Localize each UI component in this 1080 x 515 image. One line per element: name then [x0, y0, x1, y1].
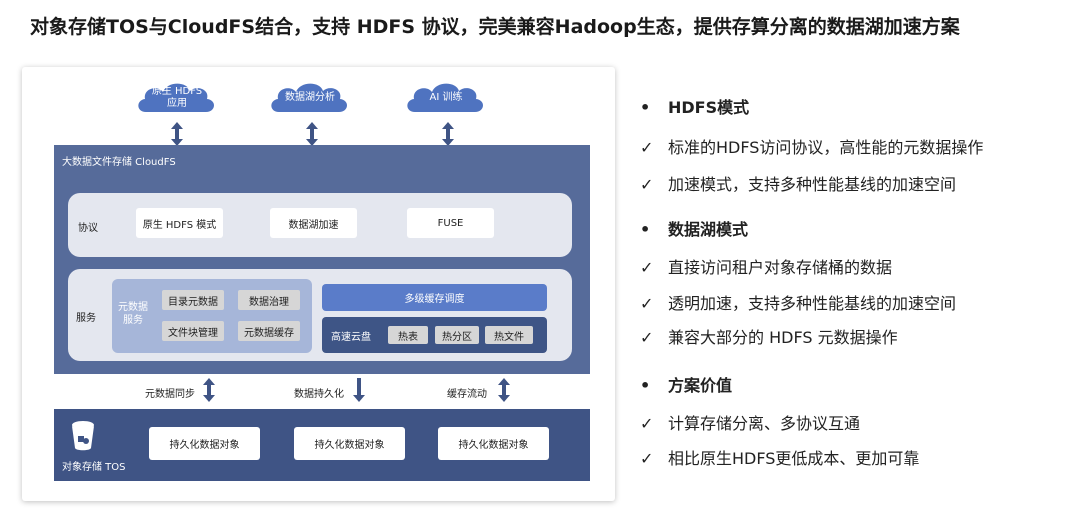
check-icon: ✓ [640, 138, 654, 157]
list-item: ✓ 计算存储分离、多协议互通 [640, 410, 860, 434]
meta-chip-metadata-cache: 元数据缓存 [238, 321, 300, 341]
section-heading-hdfs: • HDFS模式 [640, 94, 749, 118]
protocol-chip-hdfs: 原生 HDFS 模式 [136, 208, 223, 238]
list-item-text: 加速模式，支持多种性能基线的加速空间 [668, 175, 957, 194]
cache-chip-hot-partition: 热分区 [435, 326, 479, 344]
bullet-icon: • [640, 376, 651, 395]
bucket-icon [72, 421, 94, 451]
meta-chip-directory: 目录元数据 [162, 290, 224, 310]
cache-flow-label: 缓存流动 [447, 389, 487, 400]
protocol-chip-fuse: FUSE [407, 208, 494, 238]
check-icon: ✓ [640, 449, 654, 468]
metadata-service-label-1: 元数据 [118, 302, 148, 313]
section-heading-text: 数据湖模式 [668, 220, 749, 239]
tos-label: 对象存储 TOS [62, 462, 126, 473]
cloudfs-title: 大数据文件存储 CloudFS [62, 157, 176, 168]
tos-object-chip-1: 持久化数据对象 [149, 427, 260, 460]
double-arrow-icon [306, 122, 318, 146]
double-arrow-icon [203, 378, 215, 402]
cloud-icon [271, 83, 348, 112]
section-heading-datalake: • 数据湖模式 [640, 216, 748, 240]
list-item: ✓ 直接访问租户对象存储桶的数据 [640, 254, 892, 278]
list-item: ✓ 透明加速，支持多种性能基线的加速空间 [640, 290, 956, 314]
multi-level-cache-bar: 多级缓存调度 [322, 284, 547, 311]
metadata-service-box: 元数据 服务 目录元数据 数据治理 文件块管理 元数据缓存 [112, 279, 312, 353]
meta-chip-block-mgmt: 文件块管理 [162, 321, 224, 341]
list-item: ✓ 加速模式，支持多种性能基线的加速空间 [640, 171, 956, 195]
page-title: 对象存储TOS与CloudFS结合，支持 HDFS 协议，完美兼容Hadoop生… [30, 16, 960, 38]
cloud-label-line2: 应用 [166, 98, 187, 109]
check-icon: ✓ [640, 175, 654, 194]
cloud-icon [138, 83, 215, 112]
list-item-text: 直接访问租户对象存储桶的数据 [668, 258, 893, 277]
ssd-label: 高速云盘 [331, 332, 371, 343]
bullet-icon: • [640, 220, 651, 239]
cloud-label-line1: AI 训练 [429, 92, 463, 103]
metadata-service-label-2: 服务 [123, 315, 143, 326]
check-icon: ✓ [640, 328, 654, 347]
section-heading-text: 方案价值 [668, 376, 733, 395]
meta-chip-governance: 数据治理 [238, 290, 300, 310]
list-item-text: 标准的HDFS访问协议，高性能的元数据操作 [668, 138, 984, 157]
cache-chip-hot-file: 热文件 [485, 326, 533, 344]
protocol-label: 协议 [78, 223, 98, 234]
down-arrow-icon [353, 378, 365, 402]
cache-chip-hot-table: 热表 [388, 326, 428, 344]
cloud-data-lake-analysis: 数据湖分析 [265, 76, 355, 120]
tos-object-chip-3: 持久化数据对象 [438, 427, 549, 460]
cloud-label-line1: 原生 HDFS [151, 86, 203, 97]
list-item-text: 计算存储分离、多协议互通 [668, 414, 861, 433]
data-persistence-label: 数据持久化 [294, 389, 344, 400]
protocol-panel: 协议 原生 HDFS 模式 数据湖加速 FUSE [68, 193, 572, 257]
check-icon: ✓ [640, 414, 654, 433]
cloudfs-block: 大数据文件存储 CloudFS 协议 原生 HDFS 模式 数据湖加速 FUSE… [54, 145, 590, 374]
service-panel: 服务 元数据 服务 目录元数据 数据治理 文件块管理 元数据缓存 多级缓存调度 … [68, 269, 572, 361]
section-heading-text: HDFS模式 [668, 98, 750, 117]
list-item-text: 相比原生HDFS更低成本、更加可靠 [668, 449, 920, 468]
service-label: 服务 [76, 313, 96, 324]
check-icon: ✓ [640, 258, 654, 277]
tos-block: 对象存储 TOS 持久化数据对象 持久化数据对象 持久化数据对象 [54, 409, 590, 481]
cloud-ai-training: AI 训练 [401, 76, 491, 120]
section-heading-value: • 方案价值 [640, 372, 732, 396]
tos-object-chip-2: 持久化数据对象 [294, 427, 405, 460]
list-item-text: 兼容大部分的 HDFS 元数据操作 [668, 328, 898, 347]
double-arrow-icon [171, 122, 183, 146]
list-item: ✓ 兼容大部分的 HDFS 元数据操作 [640, 324, 898, 348]
protocol-chip-datalake: 数据湖加速 [270, 208, 357, 238]
double-arrow-icon [498, 378, 510, 402]
list-item-text: 透明加速，支持多种性能基线的加速空间 [668, 294, 957, 313]
double-arrow-icon [442, 122, 454, 146]
list-item: ✓ 相比原生HDFS更低成本、更加可靠 [640, 445, 919, 469]
cloud-icon [407, 83, 484, 112]
cloud-label-line1: 数据湖分析 [285, 92, 335, 103]
metadata-sync-label: 元数据同步 [145, 389, 195, 400]
cache-tier-bar: 高速云盘 热表 热分区 热文件 [322, 317, 547, 353]
check-icon: ✓ [640, 294, 654, 313]
list-item: ✓ 标准的HDFS访问协议，高性能的元数据操作 [640, 134, 983, 158]
bullet-icon: • [640, 98, 651, 117]
